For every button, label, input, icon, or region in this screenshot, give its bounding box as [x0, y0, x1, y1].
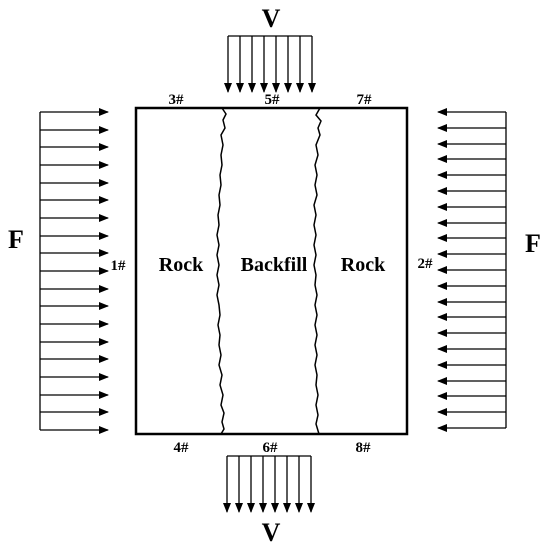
vertical-load-label-bottom: V	[262, 518, 281, 547]
region-label-rock-right: Rock	[341, 254, 386, 276]
left-interface-crack	[216, 107, 227, 435]
region-label-rock-left: Rock	[159, 254, 204, 276]
point-label-4: 4#	[174, 440, 190, 456]
lateral-load-right	[437, 108, 507, 432]
point-label-8: 8#	[356, 440, 372, 456]
point-label-7: 7#	[357, 92, 373, 108]
right-interface-crack	[313, 107, 322, 435]
lateral-load-label-left: F	[8, 225, 24, 254]
vertical-load-top	[224, 35, 316, 93]
point-label-6: 6#	[263, 440, 279, 456]
point-label-2: 2#	[418, 256, 434, 272]
vertical-load-bottom	[223, 455, 315, 513]
lateral-load-left	[39, 108, 109, 434]
lateral-load-label-right: F	[525, 229, 541, 258]
point-label-1: 1#	[111, 258, 127, 274]
vertical-load-label-top: V	[262, 4, 281, 33]
point-label-3: 3#	[169, 92, 185, 108]
point-label-5: 5#	[265, 92, 281, 108]
specimen-boundary	[134, 106, 409, 436]
region-label-backfill: Backfill	[241, 254, 308, 276]
